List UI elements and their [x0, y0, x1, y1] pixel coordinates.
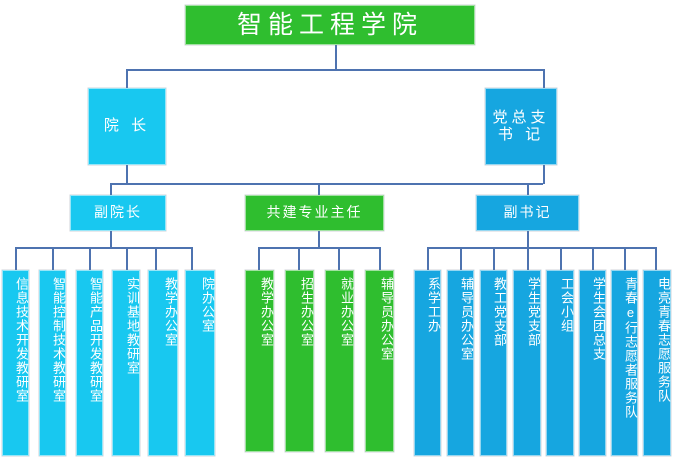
node-leaf-teaching-office[interactable]: 教学办公室 [245, 270, 274, 452]
node-vice-dean[interactable]: 副院长 [70, 195, 166, 231]
connector-group2-leaf-2 [298, 247, 300, 271]
node-leaf-teaching-office-dean[interactable]: 教学办公室 [148, 270, 178, 456]
connector-group3-leaf-1 [427, 247, 429, 271]
connector-dean-stem [126, 164, 128, 184]
connector-group1-bus [15, 247, 191, 249]
connector-group3-leaf-2 [460, 247, 462, 271]
node-root-label: 智能工程学院 [236, 11, 423, 39]
node-leaf-counselor-office-blue[interactable]: 辅导员办公室 [447, 270, 474, 456]
node-vice-secretary-label: 副书记 [503, 204, 552, 221]
connector-group1-leaf-4 [126, 247, 128, 271]
node-leaf-intelligent-control-office[interactable]: 智能控制技术教研室 [39, 270, 66, 456]
node-leaf-union-group[interactable]: 工会小组 [546, 270, 574, 456]
node-leaf-counselor-office-green[interactable]: 辅导员办公室 [365, 270, 394, 452]
node-dean-label: 院 长 [103, 117, 151, 135]
connector-group1-leaf-2 [52, 247, 54, 271]
node-leaf-light-youth-volunteer-team[interactable]: 电亮青春志愿服务队 [643, 270, 671, 456]
connector-group2-bus [258, 247, 379, 249]
node-leaf-label: 院办公室 [200, 277, 215, 333]
node-leaf-label: 就业办公室 [339, 277, 354, 347]
node-leaf-label: 招生办公室 [299, 277, 314, 347]
connector-group1-stem [110, 230, 112, 248]
node-leaf-youth-e-volunteer-team[interactable]: 青春e行志愿者服务队 [611, 270, 638, 456]
node-leaf-label: 辅导员办公室 [379, 277, 394, 361]
connector-group1-leaf-3 [89, 247, 91, 271]
connector-to-dean [126, 69, 128, 91]
connector-group1-leaf-6 [191, 247, 193, 271]
connector-group2-stem [318, 230, 320, 248]
node-leaf-student-party-branch[interactable]: 学生党支部 [513, 270, 541, 456]
node-leaf-label: 教学办公室 [163, 277, 178, 347]
node-leaf-label: 教学办公室 [259, 277, 274, 347]
connector-group3-leaf-4 [527, 247, 529, 271]
connector-level3-bus [110, 183, 543, 185]
node-leaf-label: 工会小组 [559, 277, 574, 333]
node-leaf-student-union-league[interactable]: 学生会团总支 [579, 270, 606, 456]
node-leaf-label: 教工党支部 [492, 277, 507, 347]
connector-group3-leaf-8 [655, 247, 657, 271]
node-leaf-admissions-office[interactable]: 招生办公室 [285, 270, 314, 452]
node-joint-major-director-label: 共建专业主任 [266, 204, 363, 221]
connector-group3-leaf-6 [592, 247, 594, 271]
node-leaf-label: 实训基地教研室 [125, 277, 140, 375]
node-party-secretary-label: 党总支 书 记 [492, 108, 550, 143]
node-dean[interactable]: 院 长 [88, 88, 166, 165]
node-leaf-label: 智能产品开发教研室 [88, 277, 103, 403]
connector-to-vice-secretary [527, 183, 529, 196]
node-leaf-label: 系学工办 [426, 277, 441, 333]
node-leaf-intelligent-product-office[interactable]: 智能产品开发教研室 [76, 270, 103, 456]
connector-to-joint-major-director [318, 183, 320, 196]
node-leaf-label: 青春e行志愿者服务队 [623, 277, 638, 419]
connector-root-stem [335, 44, 337, 70]
node-leaf-label: 信息技术开发教研室 [14, 277, 29, 403]
node-root-school[interactable]: 智能工程学院 [185, 5, 475, 45]
connector-group3-stem [527, 230, 529, 248]
node-leaf-label: 智能控制技术教研室 [51, 277, 66, 403]
node-leaf-student-affairs-office[interactable]: 系学工办 [414, 270, 441, 456]
node-leaf-label: 学生会团总支 [591, 277, 606, 361]
node-joint-major-director[interactable]: 共建专业主任 [245, 195, 384, 231]
connector-to-vice-dean [110, 183, 112, 196]
connector-group2-leaf-4 [379, 247, 381, 271]
node-leaf-employment-office[interactable]: 就业办公室 [325, 270, 354, 452]
connector-group3-leaf-7 [624, 247, 626, 271]
node-leaf-staff-party-branch[interactable]: 教工党支部 [480, 270, 507, 456]
connector-group3-leaf-3 [493, 247, 495, 271]
connector-group3-leaf-5 [560, 247, 562, 271]
node-vice-secretary[interactable]: 副书记 [476, 195, 579, 231]
node-leaf-school-admin-office[interactable]: 院办公室 [185, 270, 215, 456]
connector-to-party-secretary [543, 69, 545, 91]
node-leaf-training-base-office[interactable]: 实训基地教研室 [112, 270, 140, 456]
node-leaf-label: 辅导员办公室 [459, 277, 474, 361]
connector-group2-leaf-3 [338, 247, 340, 271]
connector-party-secretary-stem [543, 164, 545, 184]
connector-group3-bus [427, 247, 655, 249]
node-leaf-info-tech-dev-office[interactable]: 信息技术开发教研室 [2, 270, 29, 456]
connector-group1-leaf-1 [15, 247, 17, 271]
node-vice-dean-label: 副院长 [94, 204, 142, 221]
node-party-secretary[interactable]: 党总支 书 记 [485, 88, 557, 165]
connector-group1-leaf-5 [155, 247, 157, 271]
connector-group2-leaf-1 [258, 247, 260, 271]
connector-root-bus [126, 69, 544, 71]
node-leaf-label: 电亮青春志愿服务队 [656, 277, 671, 403]
node-leaf-label: 学生党支部 [526, 277, 541, 347]
